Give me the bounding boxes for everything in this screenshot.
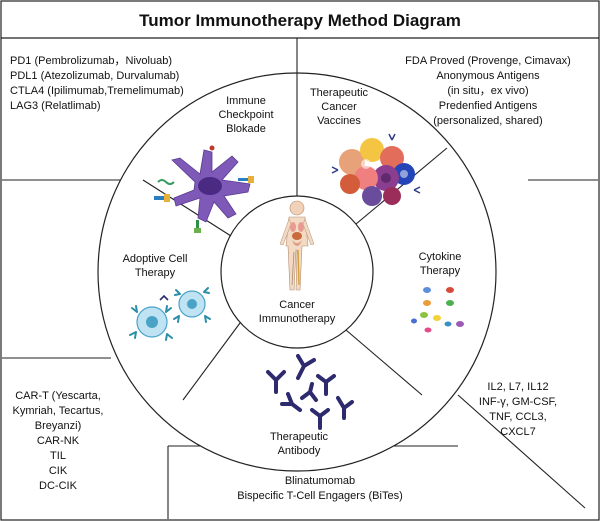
left-line-3: Breyanzi) xyxy=(35,420,81,432)
radial-upper-left xyxy=(142,179,232,237)
checkpoint-label-line-1: Immune xyxy=(226,95,266,107)
adoptive-label-line-2: Therapy xyxy=(135,267,176,279)
right-line-3: TNF, CCL3, xyxy=(489,411,546,423)
vaccines-label-line-2: Cancer xyxy=(321,101,357,113)
top-left-line-2: PDL1 (Atezolizumab, Durvalumab) xyxy=(10,70,179,82)
vaccines-label-line-3: Vaccines xyxy=(317,115,361,127)
divider-lower-right xyxy=(457,394,586,509)
checkpoint-label-line-3: Blokade xyxy=(226,123,266,135)
top-left-line-4: LAG3 (Relatlimab) xyxy=(10,100,100,112)
antibody-label-line-1: Therapeutic xyxy=(270,431,329,443)
top-right-line-4: Predenfied Antigens xyxy=(439,100,538,112)
center-label-line-1: Cancer xyxy=(279,299,315,311)
radial-upper-right xyxy=(355,147,448,225)
radial-lower-right xyxy=(345,329,423,396)
radial-lower-left xyxy=(182,322,241,401)
top-right-line-1: FDA Proved (Provenge, Cimavax) xyxy=(405,55,571,67)
left-line-5: TIL xyxy=(50,450,66,462)
tumor-cell-cluster-icon xyxy=(331,133,421,206)
right-line-2: INF-γ, GM-CSF, xyxy=(479,396,557,408)
adoptive-label-line-1: Adoptive Cell xyxy=(123,253,188,265)
top-left-line-3: CTLA4 (Ipilimumab,Tremelimumab) xyxy=(10,85,184,97)
center-label-line-2: Immunotherapy xyxy=(259,313,336,325)
antibody-label-line-2: Antibody xyxy=(278,445,321,457)
segment-dividers xyxy=(142,73,448,401)
left-line-1: CAR-T (Yescarta, xyxy=(15,390,101,402)
car-t-cell-icon xyxy=(129,287,211,341)
left-line-6: CIK xyxy=(49,465,68,477)
checkpoint-label-line-2: Checkpoint xyxy=(218,109,273,121)
top-left-line-1: PD1 (Pembrolizumab，Nivoluab) xyxy=(10,55,172,67)
cytokine-label-line-1: Cytokine xyxy=(419,251,462,263)
top-right-line-3: (in situ，ex vivo) xyxy=(447,85,528,97)
left-line-4: CAR-NK xyxy=(37,435,80,447)
left-line-2: Kymriah, Tecartus, xyxy=(13,405,104,417)
top-right-line-5: (personalized, shared) xyxy=(433,115,542,127)
left-line-7: DC-CIK xyxy=(39,480,78,492)
right-line-1: IL2, L7, IL12 xyxy=(487,381,548,393)
right-line-4: CXCL7 xyxy=(500,426,535,438)
human-body-icon xyxy=(279,200,315,291)
immune-cell-icon xyxy=(154,145,254,233)
diagram-title: Tumor Immunotherapy Method Diagram xyxy=(139,11,461,30)
vaccines-label-line-1: Therapeutic xyxy=(310,87,369,99)
cytokine-label-line-2: Therapy xyxy=(420,265,461,277)
antibody-icon xyxy=(266,354,354,430)
bottom-line-1: Blinatumomab xyxy=(285,475,355,487)
cytokine-molecules-icon xyxy=(411,287,464,333)
bottom-line-2: Bispecific T-Cell Engagers (BiTes) xyxy=(237,490,402,502)
top-right-line-2: Anonymous Antigens xyxy=(436,70,540,82)
